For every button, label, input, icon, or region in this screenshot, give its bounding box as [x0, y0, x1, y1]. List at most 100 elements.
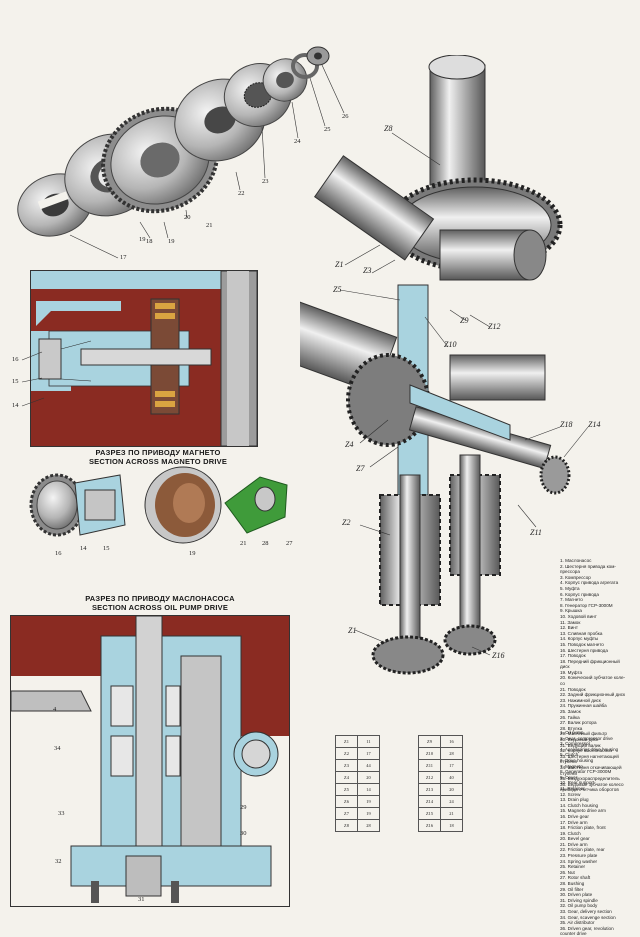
legend-item: 33. Шестерня нагнетающей — [560, 753, 619, 759]
z-label-z3: Z3 — [363, 266, 372, 275]
spring-washer-24 — [262, 58, 308, 102]
oil-pump-caption-en: SECTION ACROSS OIL PUMP DRIVE — [91, 603, 229, 612]
clutch-parts-illustration — [29, 466, 288, 544]
oil-pump-drive-section — [10, 615, 290, 907]
legend-item: 31. Ведущий валик — [560, 742, 601, 748]
legend-item: 28. Bushing — [560, 881, 585, 887]
legend-item: 27. Rotor shaft — [560, 875, 591, 881]
gear-label-cell: Z12 — [418, 771, 441, 784]
part-number-21: 21 — [206, 222, 213, 229]
teeth-count-cell: 18 — [440, 819, 463, 832]
teeth-count-cell: 44 — [357, 759, 380, 772]
z-label-z7: Z7 — [356, 464, 365, 473]
gear-label-cell: Z16 — [418, 819, 441, 832]
gear-label-cell: Z11 — [418, 759, 441, 772]
teeth-count-cell: 28 — [357, 819, 380, 832]
legend-item: 7. Magneto — [560, 763, 583, 769]
gear-label-cell: Z9 — [418, 735, 441, 748]
legend-item: 4. Accessories drive housing — [560, 746, 619, 752]
magneto-caption-en: SECTION ACROSS MAGNETO DRIVE — [88, 457, 228, 466]
gear-label-cell: Z14 — [418, 795, 441, 808]
z-label-z13-lower: Z1 — [348, 626, 357, 635]
gear-label-cell: Z13 — [418, 783, 441, 796]
teeth-count-cell: 16 — [440, 735, 463, 748]
legend-item: 14. Clutch housing — [560, 802, 599, 808]
legend-item: 32. Oil pump body — [560, 903, 598, 909]
legend-item: 21. Drive arm — [560, 841, 588, 847]
oil-part-4: 4 — [53, 706, 57, 713]
oil-part-32: 32 — [55, 858, 62, 865]
oil-pump-caption: РАЗРЕЗ ПО ПРИВОДУ МАСЛОНАСОСА SECTION AC… — [50, 594, 270, 612]
part-number-17: 17 — [120, 254, 127, 261]
magneto-caption: РАЗРЕЗ ПО ПРИВОДУ МАГНЕТО SECTION ACROSS… — [58, 448, 258, 466]
parts-row-15: 15 — [103, 545, 110, 552]
legend-item: 8. Generator ГСР-3000М — [560, 769, 612, 775]
gear-label-cell: Z6 — [335, 795, 358, 808]
legend-item: 3. Compressor — [560, 741, 591, 747]
magneto-leader-lines — [21, 351, 45, 407]
parts-row-27: 27 — [286, 540, 293, 547]
legend-item: 21. Поводок — [560, 686, 586, 692]
legend-item: 5. Муфта — [560, 585, 580, 591]
magneto-drive-section — [30, 270, 258, 447]
drive-gear-part-16 — [29, 473, 85, 537]
z-label-z18: Z18 — [560, 420, 573, 429]
legend-item: 17. Drive arm — [560, 819, 588, 825]
legend-item: 9. Cover — [560, 774, 578, 780]
oil-part-33: 33 — [58, 810, 65, 817]
legend-item: 25. Замок — [560, 709, 581, 715]
z-label-z11: Z11 — [530, 528, 542, 537]
legend-item: 28. Втулка — [560, 725, 583, 731]
z-label-z9: Z9 — [460, 316, 469, 325]
legend-item: counter drive — [560, 931, 587, 937]
teeth-count-cell: 20 — [357, 771, 380, 784]
oil-part-34: 34 — [54, 745, 61, 752]
teeth-count-cell: 14 — [357, 783, 380, 796]
parts-row-19: 19 — [189, 550, 196, 557]
legend-item: 8. Генератор ГСР-3000М — [560, 602, 613, 608]
oil-pump-caption-ru: РАЗРЕЗ ПО ПРИВОДУ МАСЛОНАСОСА — [85, 594, 235, 603]
part-number-19: 19 — [168, 238, 175, 245]
parts-row-21: 21 — [240, 540, 247, 547]
legend-item: привода счетчика оборотов — [560, 787, 619, 793]
legend-item: 22. Задний фрикционный диск — [560, 692, 626, 698]
legend-item: 27. Валик ротора — [560, 720, 597, 726]
exploded-clutch-illustration — [17, 46, 345, 259]
legend-item: 30. Ведомый диск — [560, 737, 599, 742]
oil-part-29: 29 — [240, 804, 247, 811]
legend-item: 11. Retainer — [560, 785, 585, 791]
nut-26 — [306, 46, 330, 66]
legend-item: 23. Нажимной диск — [560, 697, 601, 703]
z-label-z14: Z14 — [588, 420, 601, 429]
legend-item: 36. Ведомые зубчатое колесо — [560, 781, 624, 787]
parts-row-16: 16 — [55, 550, 62, 557]
legend-item: 13. Сливная пробка — [560, 630, 603, 636]
part-number-25: 25 — [324, 126, 331, 133]
part-number-26: 26 — [342, 113, 349, 120]
part-number-24: 24 — [294, 138, 301, 145]
legend-item: 9. Крышка — [560, 608, 582, 614]
teeth-count-cell: 24 — [440, 795, 463, 808]
gear-label-cell: Z5 — [335, 783, 358, 796]
gear-label-cell: Z4 — [335, 771, 358, 784]
z-label-z10: Z10 — [444, 340, 457, 349]
legend-item: 15. Поводок магнето — [560, 641, 604, 647]
legend-item: 16. Drive gear — [560, 813, 589, 819]
legend-item: 2. Gear, compressor drive — [560, 735, 613, 741]
oil-part-30: 30 — [240, 830, 247, 837]
legend-item: 30. Driven plate — [560, 892, 593, 898]
